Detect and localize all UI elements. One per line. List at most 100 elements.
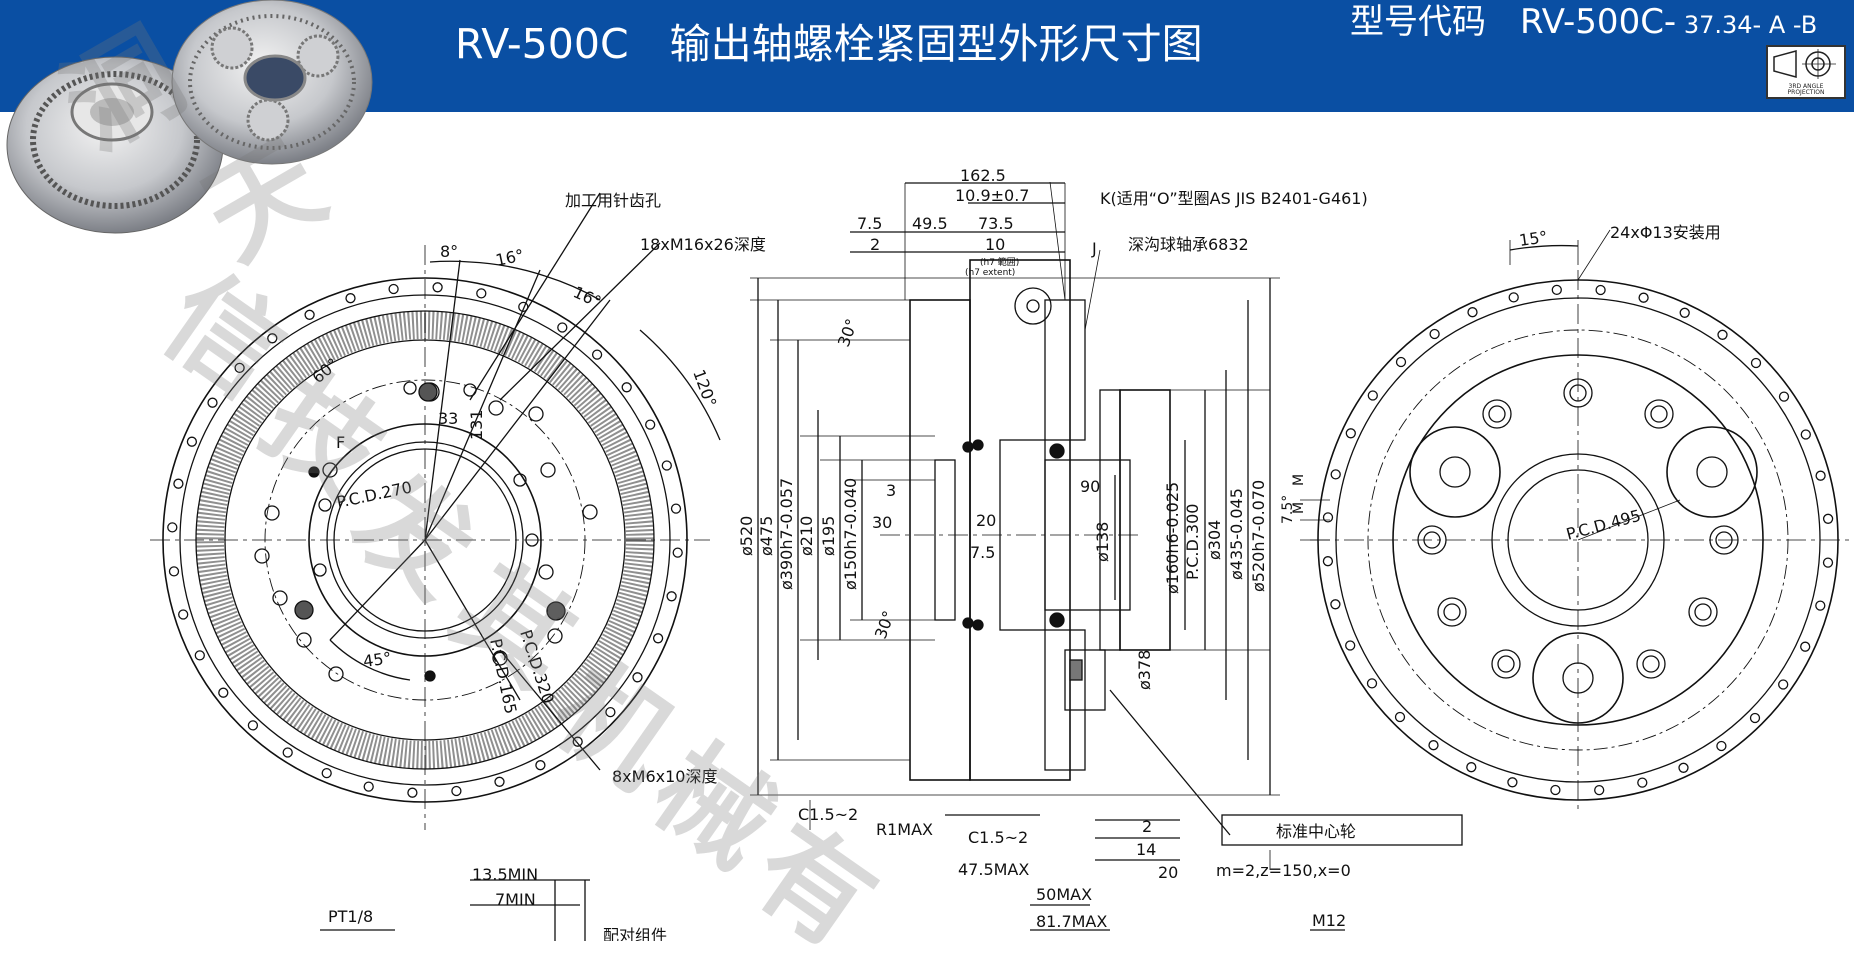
label-d520: ø520 <box>737 516 756 556</box>
outer-hole <box>1594 784 1605 796</box>
outer-hole <box>247 720 259 731</box>
outer-hole <box>267 333 278 344</box>
outer-hole <box>178 609 189 620</box>
right-bolt-holes <box>1417 378 1739 679</box>
outer-hole <box>645 419 656 430</box>
outer-hole <box>168 566 180 577</box>
label-min-13-5: 13.5MIN <box>472 865 538 884</box>
label-d150: ø150h7-0.040 <box>841 478 860 590</box>
outer-hole <box>451 785 462 797</box>
label-h7-note: (h7 範囲) <box>980 256 1019 268</box>
outer-hole <box>1507 777 1518 788</box>
outer-hole <box>1822 557 1834 568</box>
label-w-49-5: 49.5 <box>912 214 948 233</box>
outer-hole <box>1716 740 1727 752</box>
outer-hole <box>1466 762 1477 773</box>
product-photo <box>6 0 373 234</box>
label-r1: R1MAX <box>876 820 933 839</box>
outer-hole <box>1345 428 1356 439</box>
outer-hole <box>1638 292 1649 303</box>
label-m2: M <box>1291 502 1307 514</box>
label-w-20: 20 <box>1158 863 1178 882</box>
outer-hole <box>1595 284 1606 296</box>
outer-hole <box>1366 678 1378 689</box>
label-d160: ø160h6-0.025 <box>1163 482 1182 594</box>
outer-hole <box>432 282 443 293</box>
outer-hole <box>282 747 293 758</box>
label-j: J <box>1091 239 1097 258</box>
label-w-50: 50MAX <box>1036 885 1092 904</box>
label-m: M <box>1291 474 1307 486</box>
label-angle-16a: 16° <box>494 245 526 269</box>
outer-hole <box>1637 777 1648 788</box>
outer-hole <box>1822 513 1834 524</box>
outer-hole <box>494 776 505 787</box>
projection-label: 3RD ANGLE PROJECTION <box>1787 83 1825 96</box>
outer-hole <box>572 736 583 747</box>
label-d90: 90 <box>1080 477 1100 496</box>
outer-hole <box>1778 391 1790 402</box>
label-d20: 20 <box>976 511 996 530</box>
outer-hole <box>1550 784 1561 796</box>
label-d378: ø378 <box>1135 650 1154 690</box>
outer-hole <box>1429 328 1440 340</box>
outer-hole <box>666 591 677 602</box>
label-angle-7-5: 7.5° <box>1280 495 1296 524</box>
outer-hole <box>1717 329 1728 340</box>
label-angle-30a: 30° <box>834 316 862 349</box>
center-gear-box <box>1221 814 1463 846</box>
outer-hole <box>173 478 184 489</box>
outer-hole <box>672 547 683 558</box>
label-w-47-5: 47.5MAX <box>958 860 1029 879</box>
label-min-7: 7MIN <box>495 890 536 909</box>
center-section-view <box>750 181 1463 931</box>
outer-hole <box>1467 307 1478 318</box>
model-code-suffix: 37.34- A -B <box>1676 11 1818 39</box>
outer-hole <box>1428 740 1439 751</box>
label-d7-5: 7.5 <box>970 543 995 562</box>
label-f: F <box>336 433 345 452</box>
label-d390: ø390h7-0.057 <box>777 478 796 590</box>
outer-hole <box>1330 599 1341 610</box>
label-angle-45: 45° <box>362 648 393 671</box>
left-pin-holes <box>294 382 566 682</box>
label-w-81-7: 81.7MAX <box>1036 912 1107 931</box>
outer-hole <box>304 309 315 320</box>
label-angle-8: 8° <box>440 242 458 261</box>
outer-hole <box>345 293 356 304</box>
label-mount-holes: 24xΦ13安装用 <box>1610 223 1721 242</box>
right-end-view <box>1300 229 1850 810</box>
outer-hole <box>557 322 568 333</box>
outer-hole <box>218 687 229 698</box>
label-w-10: 10 <box>985 235 1005 254</box>
outer-hole <box>186 436 198 447</box>
outer-hole <box>1778 679 1789 690</box>
outer-hole <box>632 672 643 683</box>
outer-hole <box>621 382 632 393</box>
label-w-2: 2 <box>870 235 880 254</box>
outer-hole <box>670 503 682 514</box>
label-d304: ø304 <box>1205 520 1224 560</box>
label-angle-16b: 16° <box>570 282 604 311</box>
outer-hole <box>1800 429 1811 440</box>
label-d3: 3 <box>886 481 896 500</box>
label-d195: ø195 <box>819 516 838 556</box>
label-d138: ø138 <box>1093 522 1112 562</box>
outer-hole <box>1395 356 1407 368</box>
projection-icon <box>1773 49 1836 79</box>
outer-hole <box>1815 600 1826 611</box>
label-pcd300: P.C.D.300 <box>1183 504 1202 580</box>
outer-hole <box>476 288 487 299</box>
model-code: 型号代码 RV-500C- 37.34- A -B <box>1350 0 1817 43</box>
label-w-2b: 2 <box>1142 817 1152 836</box>
outer-hole <box>363 781 374 792</box>
outer-hole <box>207 397 218 408</box>
engineering-drawing: 加工用针齿孔 18xM16x26深度 8xM6x10深度 8° 16° 16° … <box>150 166 1850 941</box>
outer-hole <box>1322 556 1334 567</box>
label-w-162-5: 162.5 <box>960 166 1006 185</box>
label-c15a: C1.5~2 <box>798 805 858 824</box>
right-outer-holes <box>1322 284 1834 796</box>
label-tap-m16: 18xM16x26深度 <box>640 235 766 254</box>
label-d520b: ø520h7-0.070 <box>1249 480 1268 592</box>
outer-hole <box>194 650 205 661</box>
